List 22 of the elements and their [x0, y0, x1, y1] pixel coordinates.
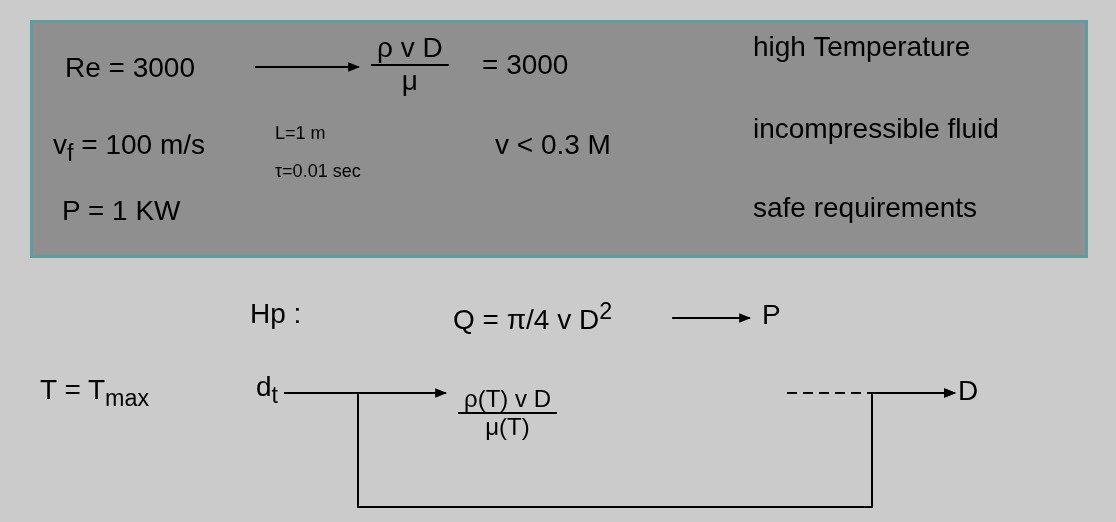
temperature-text: T = T$_{max}$	[40, 375, 150, 412]
formula-text: Q = π/4 v D$^{2}$	[453, 299, 613, 337]
arrow	[671, 313, 752, 323]
dashed-arrow	[786, 388, 957, 398]
velocity-limit-text: v < 0.3 M	[495, 130, 611, 161]
arrow	[254, 62, 361, 72]
formula-text: P	[762, 300, 781, 331]
velocity-text: v$_{f}$ = 100 m/s	[53, 130, 205, 167]
fraction: ρ v D μ	[371, 33, 449, 97]
formula-text: D	[958, 376, 979, 407]
fluid-note: incompressible fluid	[753, 114, 999, 145]
length-text: L=1 m	[275, 124, 326, 144]
requirements-note: safe requirements	[753, 193, 978, 224]
time-text: τ=0.01 sec	[275, 162, 361, 182]
hypothesis-text: Hp :	[250, 299, 302, 330]
condition-text: high Temperature	[753, 32, 971, 63]
fraction: ρ(T) v D μ(T)	[458, 386, 557, 441]
panel	[30, 20, 1088, 258]
formula-text: d$_{t}$	[256, 372, 279, 409]
formula-text: Re = 3000	[65, 53, 195, 84]
equation-text: = 3000	[482, 50, 569, 81]
power-text: P = 1 KW	[62, 196, 181, 227]
